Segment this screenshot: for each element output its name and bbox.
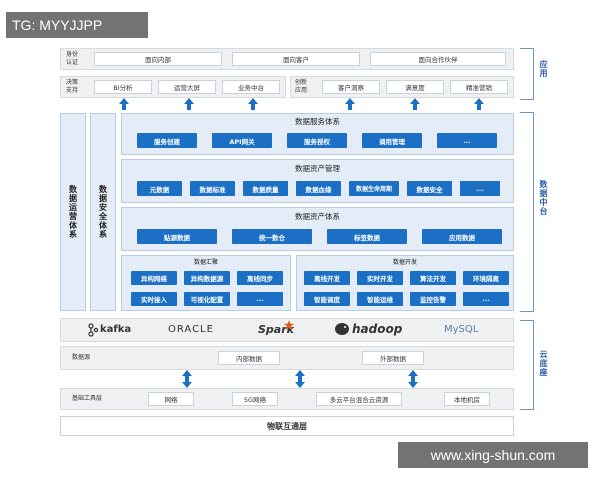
asset-more-button[interactable]: ... bbox=[460, 181, 500, 196]
side-bracket-middle bbox=[520, 112, 534, 312]
data-collect-title: 数据汇聚 bbox=[193, 259, 218, 266]
local-datacenter-box[interactable]: 本地机房 bbox=[444, 392, 490, 406]
tech-stack-row bbox=[60, 318, 514, 342]
smart-schedule-button[interactable]: 智能调度 bbox=[304, 292, 350, 306]
external-data-box[interactable]: 外部数据 bbox=[362, 351, 424, 365]
source-data-button[interactable]: 贴源数据 bbox=[137, 229, 217, 244]
data-standard-button[interactable]: 数据标准 bbox=[190, 181, 235, 196]
innovation-label: 创新 应用 bbox=[295, 79, 308, 94]
app-item-insight[interactable]: 客户洞察 bbox=[322, 80, 380, 94]
data-lifecycle-button[interactable]: 数据生命周期 bbox=[349, 181, 399, 196]
app-item-satisfaction[interactable]: 满意度 bbox=[386, 80, 444, 94]
network-box[interactable]: 网络 bbox=[148, 392, 194, 406]
hadoop-logo: hadoop bbox=[352, 322, 403, 336]
app-item-partner[interactable]: 面向合作伙伴 bbox=[370, 52, 506, 66]
data-quality-button[interactable]: 数据质量 bbox=[243, 181, 288, 196]
identity-label: 身份 认证 bbox=[66, 51, 79, 66]
hetero-network-button[interactable]: 异构网络 bbox=[131, 271, 177, 285]
algo-dev-button[interactable]: 算法开发 bbox=[410, 271, 456, 285]
data-lineage-button[interactable]: 数据血缘 bbox=[296, 181, 341, 196]
asset-system-title: 数据资产体系 bbox=[295, 212, 340, 221]
security-system-column bbox=[90, 113, 116, 311]
app-data-button[interactable]: 应用数据 bbox=[422, 229, 502, 244]
kafka-logo: kafka bbox=[100, 324, 132, 335]
double-arrow-icon bbox=[295, 370, 305, 388]
spark-logo: Spark bbox=[258, 323, 294, 336]
watermark-bottom: www.xing-shun.com bbox=[398, 442, 588, 468]
app-item-dashboard[interactable]: 运营大屏 bbox=[158, 80, 216, 94]
arrow-group bbox=[119, 98, 484, 388]
arrow-up-icon bbox=[248, 98, 258, 110]
mysql-logo: MySQL bbox=[444, 324, 479, 335]
arrow-up-icon bbox=[184, 98, 194, 110]
service-more-button[interactable]: ... bbox=[437, 133, 497, 148]
hetero-datasource-button[interactable]: 异构数据源 bbox=[184, 271, 230, 285]
app-item-bi[interactable]: BI分析 bbox=[94, 80, 152, 94]
side-bracket-base bbox=[520, 320, 534, 410]
offline-sync-button[interactable]: 离线同步 bbox=[237, 271, 283, 285]
app-item-biz-platform[interactable]: 业务中台 bbox=[222, 80, 280, 94]
side-label-base: 云底座 bbox=[539, 350, 548, 377]
dev-more-button[interactable]: ... bbox=[463, 292, 509, 306]
offline-dev-button[interactable]: 离线开发 bbox=[304, 271, 350, 285]
datasource-row bbox=[60, 346, 514, 370]
asset-mgmt-title: 数据资产管理 bbox=[295, 164, 340, 173]
internal-data-box[interactable]: 内部数据 bbox=[218, 351, 280, 365]
service-system-title: 数据服务体系 bbox=[295, 117, 340, 126]
arrow-up-icon bbox=[410, 98, 420, 110]
datasource-label: 数据源 bbox=[72, 354, 91, 361]
app-item-customer[interactable]: 面向客户 bbox=[232, 52, 360, 66]
kafka-icon bbox=[88, 323, 98, 337]
metadata-button[interactable]: 元数据 bbox=[137, 181, 182, 196]
api-gateway-button[interactable]: API网关 bbox=[212, 133, 272, 148]
visual-config-button[interactable]: 可视化配置 bbox=[184, 292, 230, 306]
arrow-up-icon bbox=[474, 98, 484, 110]
smart-ops-button[interactable]: 智能运维 bbox=[357, 292, 403, 306]
decision-label: 决策 支持 bbox=[66, 79, 79, 94]
service-create-button[interactable]: 服务创建 bbox=[137, 133, 197, 148]
double-arrow-icon bbox=[182, 370, 192, 388]
spark-star-icon bbox=[284, 320, 294, 330]
ops-system-column bbox=[60, 113, 86, 311]
5g-network-box[interactable]: 5G网络 bbox=[232, 392, 278, 406]
app-item-internal[interactable]: 面向内部 bbox=[94, 52, 222, 66]
ops-system-label: 数据运营体系 bbox=[68, 185, 78, 239]
collect-more-button[interactable]: ... bbox=[237, 292, 283, 306]
realtime-dev-button[interactable]: 实时开发 bbox=[357, 271, 403, 285]
side-label-app: 应用 bbox=[539, 60, 548, 78]
arrow-up-icon bbox=[345, 98, 355, 110]
monitor-alert-button[interactable]: 监控告警 bbox=[410, 292, 456, 306]
iot-layer: 物联互通层 bbox=[60, 416, 514, 436]
security-system-label: 数据安全体系 bbox=[98, 185, 108, 239]
call-mgmt-button[interactable]: 调用管理 bbox=[362, 133, 422, 148]
side-label-middle: 数据中台 bbox=[539, 180, 548, 216]
data-security-button[interactable]: 数据安全 bbox=[407, 181, 452, 196]
multicloud-box[interactable]: 多云平台混合云资源 bbox=[316, 392, 402, 406]
double-arrow-icon bbox=[408, 370, 418, 388]
app-item-marketing[interactable]: 精准营销 bbox=[450, 80, 508, 94]
oracle-logo: ORACLE bbox=[168, 324, 214, 335]
service-auth-button[interactable]: 服务授权 bbox=[287, 133, 347, 148]
watermark-top: TG: MYYJJPP bbox=[6, 12, 148, 38]
arrow-up-icon bbox=[119, 98, 129, 110]
env-isolation-button[interactable]: 环境隔离 bbox=[463, 271, 509, 285]
infra-label: 基础工具层 bbox=[72, 395, 103, 402]
tag-data-button[interactable]: 标签数据 bbox=[327, 229, 407, 244]
side-bracket-app bbox=[520, 48, 534, 100]
data-dev-title: 数据开发 bbox=[392, 259, 417, 266]
unified-dw-button[interactable]: 统一数仓 bbox=[232, 229, 312, 244]
realtime-ingest-button[interactable]: 实时接入 bbox=[131, 292, 177, 306]
hadoop-elephant-icon bbox=[335, 323, 349, 335]
